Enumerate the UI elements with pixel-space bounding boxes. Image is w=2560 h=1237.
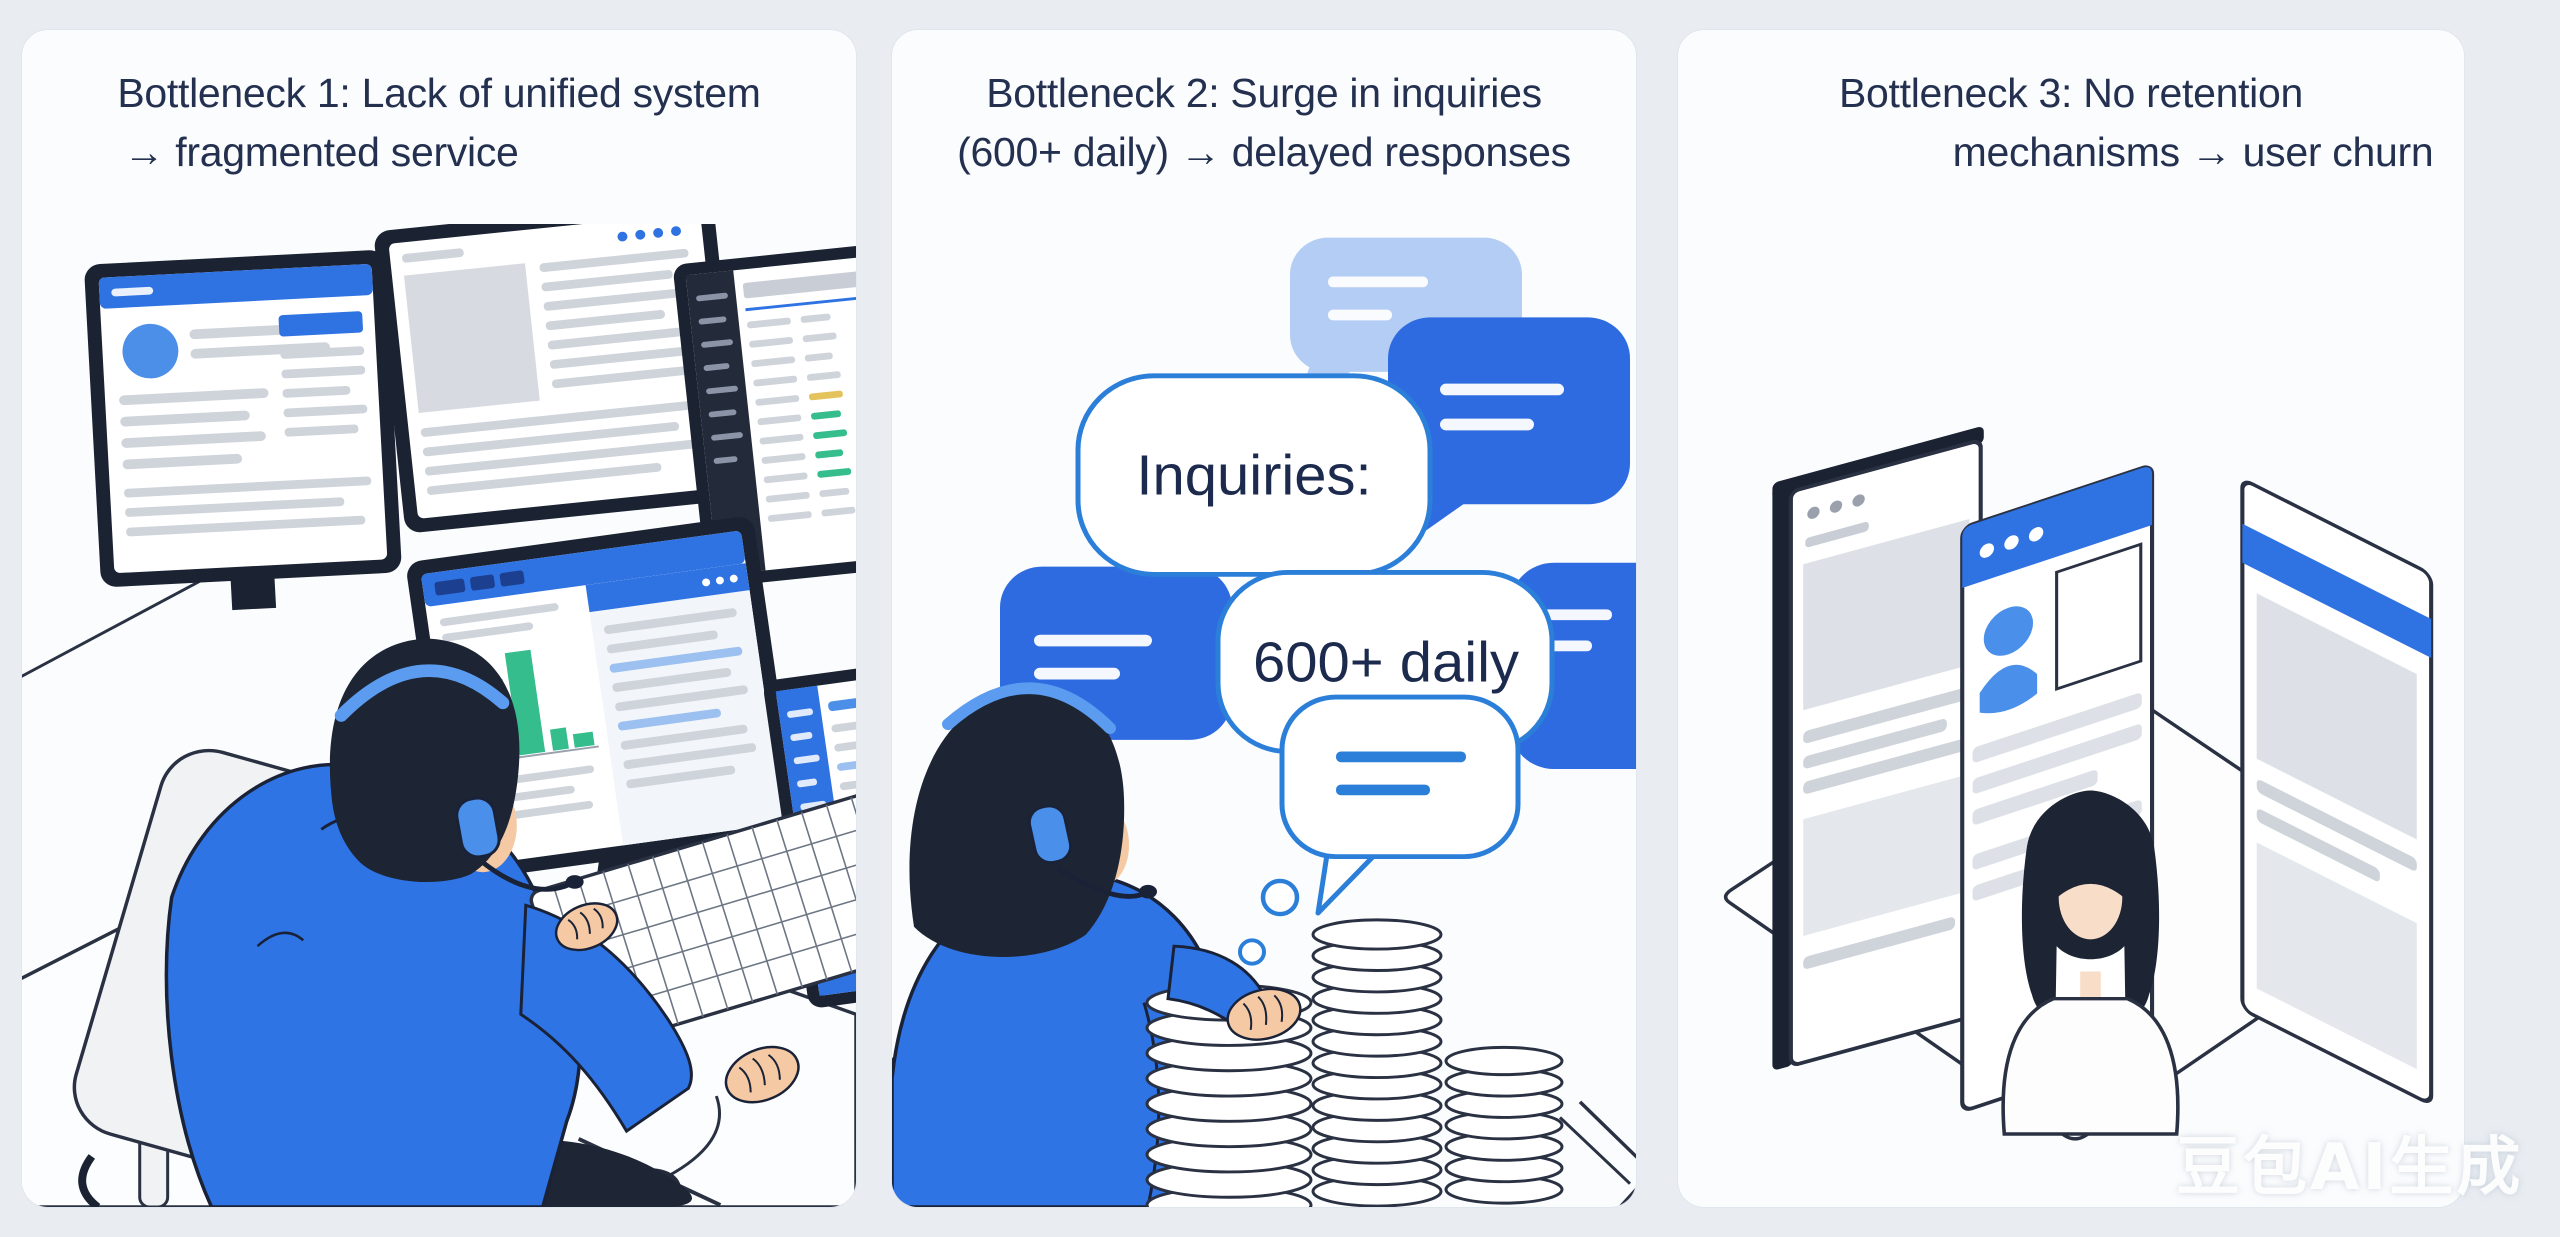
agent-inquiry-pile-illustration: Inquiries: 600+ daily [892,237,1636,1207]
panel-2-title: Bottleneck 2: Surge in inquiries (600+ d… [892,30,1636,224]
inquiry-stacks [1145,918,1564,1207]
panel-1-title: Bottleneck 1: Lack of unified system → f… [22,30,856,224]
panel-1-illustration [22,224,856,1207]
user-churn-illustration [1723,426,2434,1141]
monitor-document-screen [374,224,744,533]
browser-window-right [2240,480,2434,1103]
headset-mic [1139,884,1157,899]
chat-bubble-small-white [1279,694,1521,916]
panel-2-title-line-2: (600+ daily) → delayed responses [957,129,1571,176]
daily-volume-label: 600+ daily [1253,631,1519,694]
headset-mic-arm [1056,866,1145,899]
headset-mic-arm [481,860,572,892]
monitor-crm-screen [84,250,402,611]
panel-bottleneck-1: Bottleneck 1: Lack of unified system → f… [22,30,856,1207]
chat-bubble-inquiries: Inquiries: [1075,373,1433,630]
agent-hand-right [724,1045,800,1104]
browser-window-left [1772,426,1984,1070]
desk-edge-inner [1558,1116,1632,1185]
panel-3-title-line-1: Bottleneck 3: No retention [1839,70,2303,116]
panel-3-title: Bottleneck 3: No retention mechanisms → … [1678,30,2464,224]
stack-middle [1311,918,1443,1207]
agent-figure [164,638,856,1207]
panel-bottleneck-3: Bottleneck 3: No retention mechanisms → … [1678,30,2464,1207]
panel-2-title-line-1: Bottleneck 2: Surge in inquiries [986,70,1542,116]
panel-1-title-line-2: → fragmented service [123,129,519,176]
monitor-table-screen [673,244,856,587]
headset-earcup [1027,804,1073,865]
profile-avatar-icon [1979,606,2038,714]
profile-photo-frame [2055,542,2143,691]
agent-head [909,682,1157,957]
user-torso [2001,997,2180,1136]
panel-3-illustration [1678,224,2464,1207]
ai-watermark: 豆包AI生成 [2176,1131,2524,1205]
agent-hand-left [554,902,619,952]
agent-hair [909,688,1125,957]
panel-bottleneck-2: Bottleneck 2: Surge in inquiries (600+ d… [892,30,1636,1207]
desk-edge [1578,1100,1636,1207]
headset-earcup [455,796,501,859]
panel-3-title-line-2: mechanisms → user churn [1952,129,2434,176]
panel-2-illustration: Inquiries: 600+ daily [892,224,1636,1207]
headset-band [334,664,510,722]
agent-multi-monitor-illustration [22,224,856,1207]
stack-right [1444,1045,1564,1205]
thought-dot-large [1260,878,1300,917]
monitor-dashboard-screen [407,517,797,942]
inquiries-label: Inquiries: [1136,444,1371,507]
user-hair-fringe [2043,847,2138,912]
headset-mic [565,875,584,889]
thought-dot-small [1238,938,1266,966]
agent-hand [1226,987,1302,1041]
headset-band [942,682,1116,734]
user-neck [2080,971,2101,1003]
user-figure [2001,790,2180,1136]
panel-1-title-line-1: Bottleneck 1: Lack of unified system [117,70,761,116]
chat-bubble-cluster: Inquiries: 600+ daily [1000,237,1636,966]
